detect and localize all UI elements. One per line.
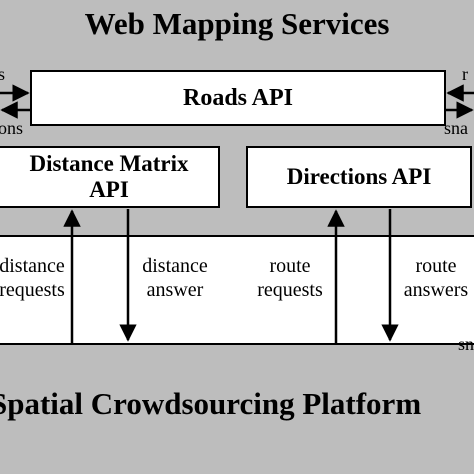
web-mapping-services-title: Web Mapping Services <box>84 6 390 41</box>
roads-api-box: Roads API <box>30 70 446 126</box>
distance-answer-label: distance answer <box>132 254 218 302</box>
distance-matrix-label-line2: API <box>89 177 129 202</box>
route-answers-line2: answers <box>403 279 469 301</box>
distance-requests-line1: distance <box>0 255 65 277</box>
distance-matrix-label-line1: Distance Matrix <box>29 151 189 176</box>
route-requests-line2: requests <box>257 279 323 301</box>
roads-api-label: Roads API <box>182 84 294 111</box>
route-answers-line1: route <box>415 255 457 277</box>
distance-requests-line2: requests <box>0 279 65 301</box>
platform-panel <box>0 344 474 474</box>
divider-top <box>0 235 474 237</box>
route-answers-label: route answers <box>394 254 474 302</box>
route-requests-line1: route <box>269 255 311 277</box>
left-edge-text-top: s <box>0 64 6 84</box>
divider-bottom <box>0 343 474 345</box>
right-edge-text-bottom: sna <box>444 118 468 138</box>
distance-requests-label: distance requests <box>0 254 70 302</box>
directions-api-box: Directions API <box>246 146 472 208</box>
route-requests-label: route requests <box>246 254 334 302</box>
right-edge-text-lower: sn <box>458 334 474 354</box>
distance-answer-line1: distance <box>142 255 208 277</box>
right-edge-text-top: r <box>462 64 468 84</box>
distance-answer-line2: answer <box>146 279 204 301</box>
distance-matrix-api-box: Distance Matrix API <box>0 146 220 208</box>
directions-api-label: Directions API <box>286 164 432 189</box>
spatial-crowdsourcing-platform-title: Spatial Crowdsourcing Platform <box>0 386 422 421</box>
left-edge-text-bottom: ons <box>0 118 24 138</box>
